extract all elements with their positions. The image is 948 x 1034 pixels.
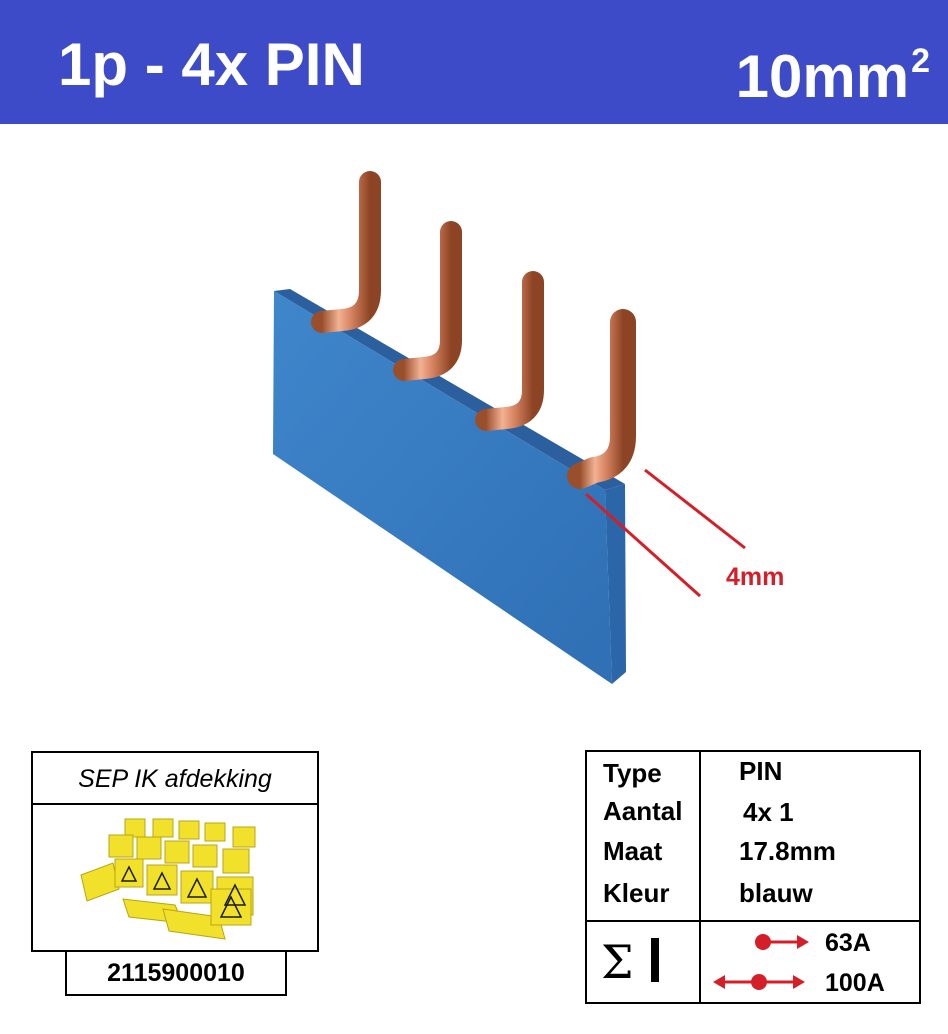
copper-pin (475, 271, 544, 431)
spec-label-size: Maat (603, 836, 663, 866)
warning-cover-clips-image (80, 818, 256, 940)
spec-label-color: Kleur (603, 878, 670, 908)
current-symbol-icon (651, 938, 659, 982)
header-banner: 1p - 4x PIN 10mm2 (0, 0, 948, 124)
spec-value-size: 17.8mm (739, 836, 836, 866)
dimension-line (644, 468, 746, 550)
center-feed-arrow-icon (713, 974, 805, 990)
accessory-article-code: 2115900010 (65, 952, 287, 996)
copper-pin (311, 171, 381, 333)
busbar-top-edge (274, 289, 625, 490)
size-exponent: 2 (911, 42, 930, 80)
spec-label-count: Aantal (603, 796, 683, 826)
copper-pins (311, 171, 636, 489)
current-rating-single: 63A (825, 929, 871, 957)
spec-value-color: blauw (739, 878, 813, 908)
spec-value-count: 4x 1 (743, 797, 794, 827)
table-divider-horizontal (587, 920, 919, 922)
busbar-front-face (273, 291, 612, 684)
sum-symbol: Σ (601, 935, 634, 989)
busbar-end-face (605, 484, 626, 684)
specifications-table: Type PIN Aantal 4x 1 Maat 17.8mm Kleur b… (585, 750, 921, 1004)
spec-label-type: Type (603, 758, 662, 788)
product-title: 1p - 4x PIN (58, 31, 365, 98)
table-divider-vertical (699, 752, 701, 1002)
single-feed-arrow-icon (755, 934, 809, 950)
dimension-line (584, 492, 702, 598)
copper-pin (567, 309, 636, 489)
spec-value-type: PIN (739, 756, 783, 786)
accessory-box: SEP IK afdekking (31, 751, 319, 952)
cross-section-size: 10mm2 (736, 30, 930, 112)
busbar-product-illustration (273, 171, 746, 684)
size-value: 10mm (735, 43, 910, 110)
dimension-label: 4mm (726, 563, 785, 591)
accessory-title: SEP IK afdekking (33, 753, 317, 805)
current-rating-center: 100A (825, 969, 885, 997)
copper-pin (393, 221, 462, 381)
